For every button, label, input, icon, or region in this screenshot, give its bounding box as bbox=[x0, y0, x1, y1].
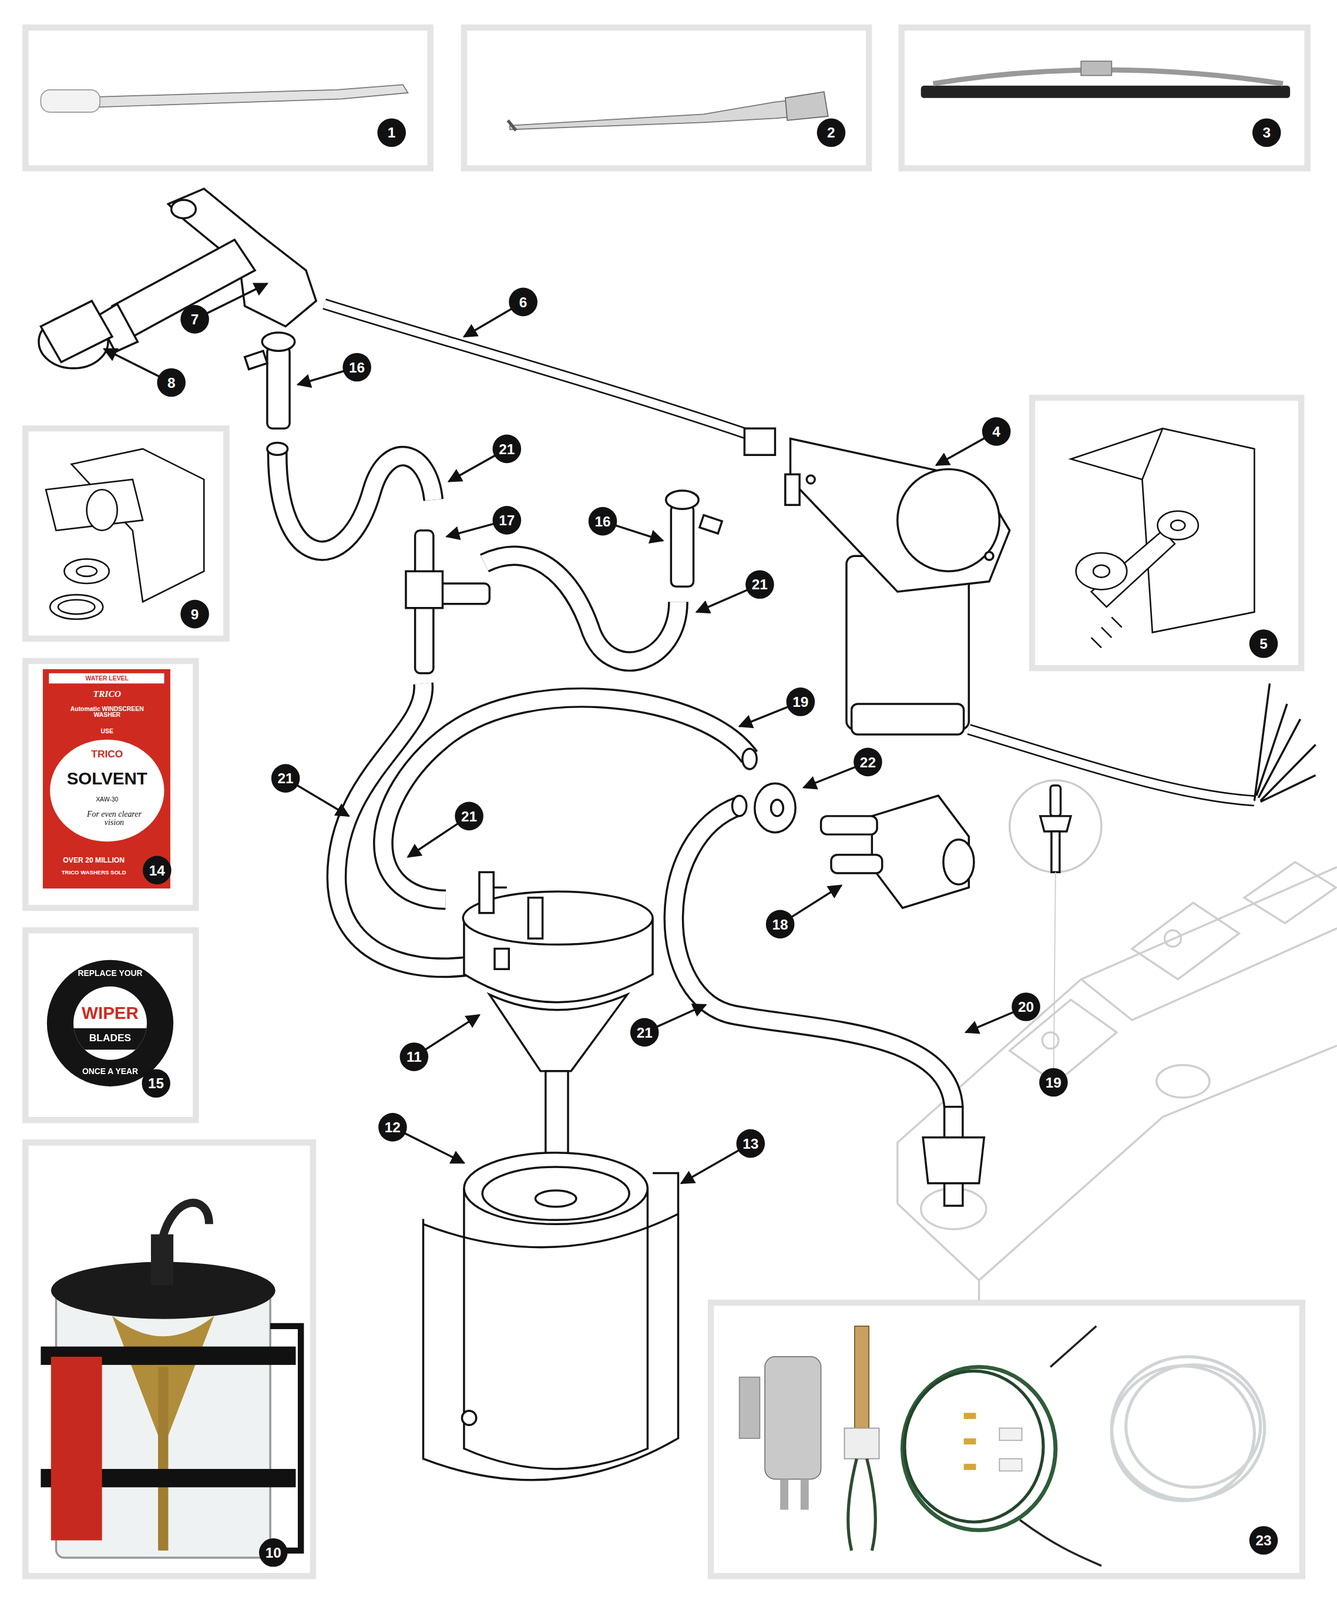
callout-number: 11 bbox=[400, 1042, 429, 1071]
packaging-text: ONCE A YEAR bbox=[69, 1067, 151, 1077]
callout-number: 2 bbox=[817, 118, 846, 147]
packaging-text: For even clearer vision bbox=[83, 810, 145, 828]
callout-number: 1 bbox=[377, 118, 406, 147]
packaging-text: REPLACE YOUR bbox=[69, 969, 151, 979]
callout-number: 17 bbox=[492, 505, 522, 535]
callout-number: 4 bbox=[982, 417, 1011, 446]
packaging-text: TRICO bbox=[61, 749, 153, 761]
packaging-text: XAW-30 bbox=[66, 796, 149, 804]
callout-number: 18 bbox=[766, 909, 795, 939]
packaging-text: TRICO WASHERS SOLD bbox=[48, 869, 140, 876]
callout-number: 12 bbox=[378, 1112, 408, 1142]
callout-number: 14 bbox=[142, 855, 172, 885]
packaging-text: Automatic WINDSCREEN WASHER bbox=[61, 705, 153, 719]
packaging-text: SOLVENT bbox=[54, 770, 161, 789]
callout-number: 8 bbox=[156, 368, 186, 398]
callout-number: 19 bbox=[1039, 1067, 1068, 1097]
callout-number: 21 bbox=[745, 569, 775, 599]
callout-number: 7 bbox=[180, 304, 210, 334]
callout-number: 21 bbox=[492, 434, 522, 464]
callout-number: 3 bbox=[1252, 118, 1282, 147]
callout-number: 22 bbox=[853, 747, 883, 777]
packaging-text: BLADES bbox=[79, 1032, 141, 1044]
packaging-text: TRICO bbox=[55, 689, 159, 700]
callout-number: 5 bbox=[1249, 629, 1279, 658]
callout-number: 19 bbox=[786, 687, 816, 717]
packaging-text: WATER LEVEL bbox=[51, 674, 164, 682]
callout-number: 10 bbox=[259, 1537, 288, 1567]
callout-number: 13 bbox=[736, 1129, 765, 1158]
callout-number: 16 bbox=[588, 506, 618, 536]
callout-number: 16 bbox=[342, 353, 372, 382]
callout-number: 21 bbox=[454, 801, 484, 831]
callout-number: 21 bbox=[630, 1018, 660, 1047]
callout-number: 9 bbox=[180, 599, 210, 629]
packaging-text: USE bbox=[76, 727, 138, 735]
callout-number: 6 bbox=[508, 287, 538, 317]
packaging-text: OVER 20 MILLION bbox=[48, 855, 140, 864]
callout-number: 21 bbox=[271, 763, 301, 793]
callout-number: 15 bbox=[141, 1068, 171, 1098]
callout-number: 20 bbox=[1011, 992, 1041, 1021]
callout-number: 23 bbox=[1249, 1525, 1279, 1555]
packaging-text: WIPER bbox=[74, 1004, 147, 1023]
